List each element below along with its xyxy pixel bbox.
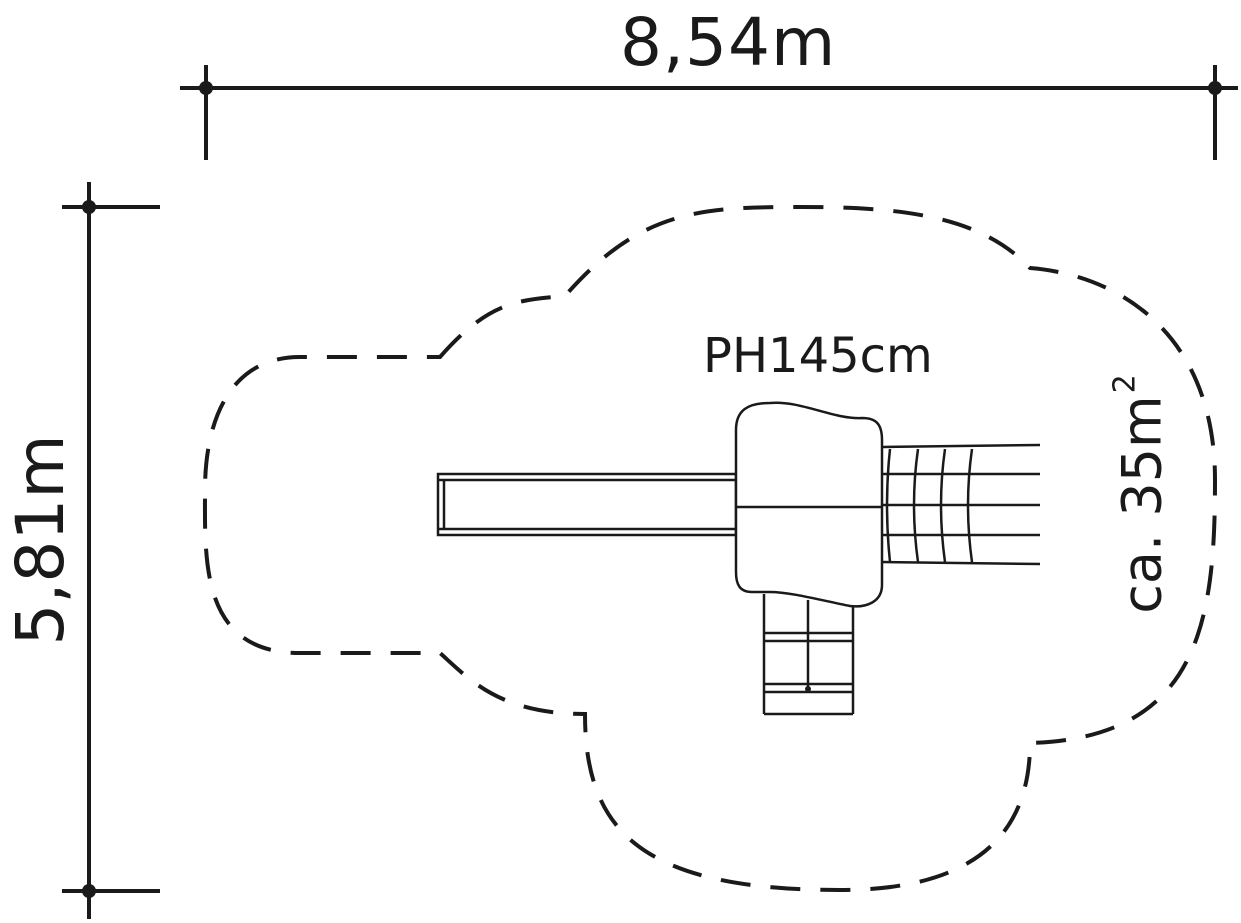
area-label: ca. 35m2 bbox=[1107, 374, 1174, 614]
area-label-prefix: ca. 35m bbox=[1110, 395, 1174, 614]
slide-outer-rail bbox=[436, 472, 738, 537]
area-label-superscript: 2 bbox=[1107, 374, 1143, 394]
height-dimension-bottom-dot bbox=[82, 884, 96, 898]
width-dimension-label: 8,54m bbox=[620, 4, 837, 81]
width-dimension-right-dot bbox=[1208, 81, 1222, 95]
net-cross-rope-2 bbox=[912, 448, 920, 563]
height-dimension-top-dot bbox=[82, 200, 96, 214]
net-rope-5 bbox=[881, 560, 1041, 566]
climbing-net bbox=[881, 443, 1041, 566]
ladder bbox=[762, 594, 855, 716]
width-dimension-line bbox=[180, 65, 1238, 160]
tower-platform bbox=[734, 401, 884, 608]
net-cross-rope-4 bbox=[966, 448, 974, 563]
net-cross-rope-3 bbox=[939, 448, 947, 563]
safety-area-outline bbox=[202, 204, 1218, 893]
ladder-anchor-dot bbox=[805, 686, 811, 692]
net-rope-1 bbox=[881, 443, 1041, 449]
height-dimension-label: 5,81m bbox=[2, 434, 79, 646]
width-dimension-left-dot bbox=[199, 81, 213, 95]
height-dimension-line bbox=[62, 182, 160, 919]
platform-height-label: PH145cm bbox=[703, 328, 933, 384]
net-cross-rope-1 bbox=[885, 448, 892, 563]
slide bbox=[436, 472, 738, 537]
platform-roof-outline bbox=[734, 401, 884, 608]
